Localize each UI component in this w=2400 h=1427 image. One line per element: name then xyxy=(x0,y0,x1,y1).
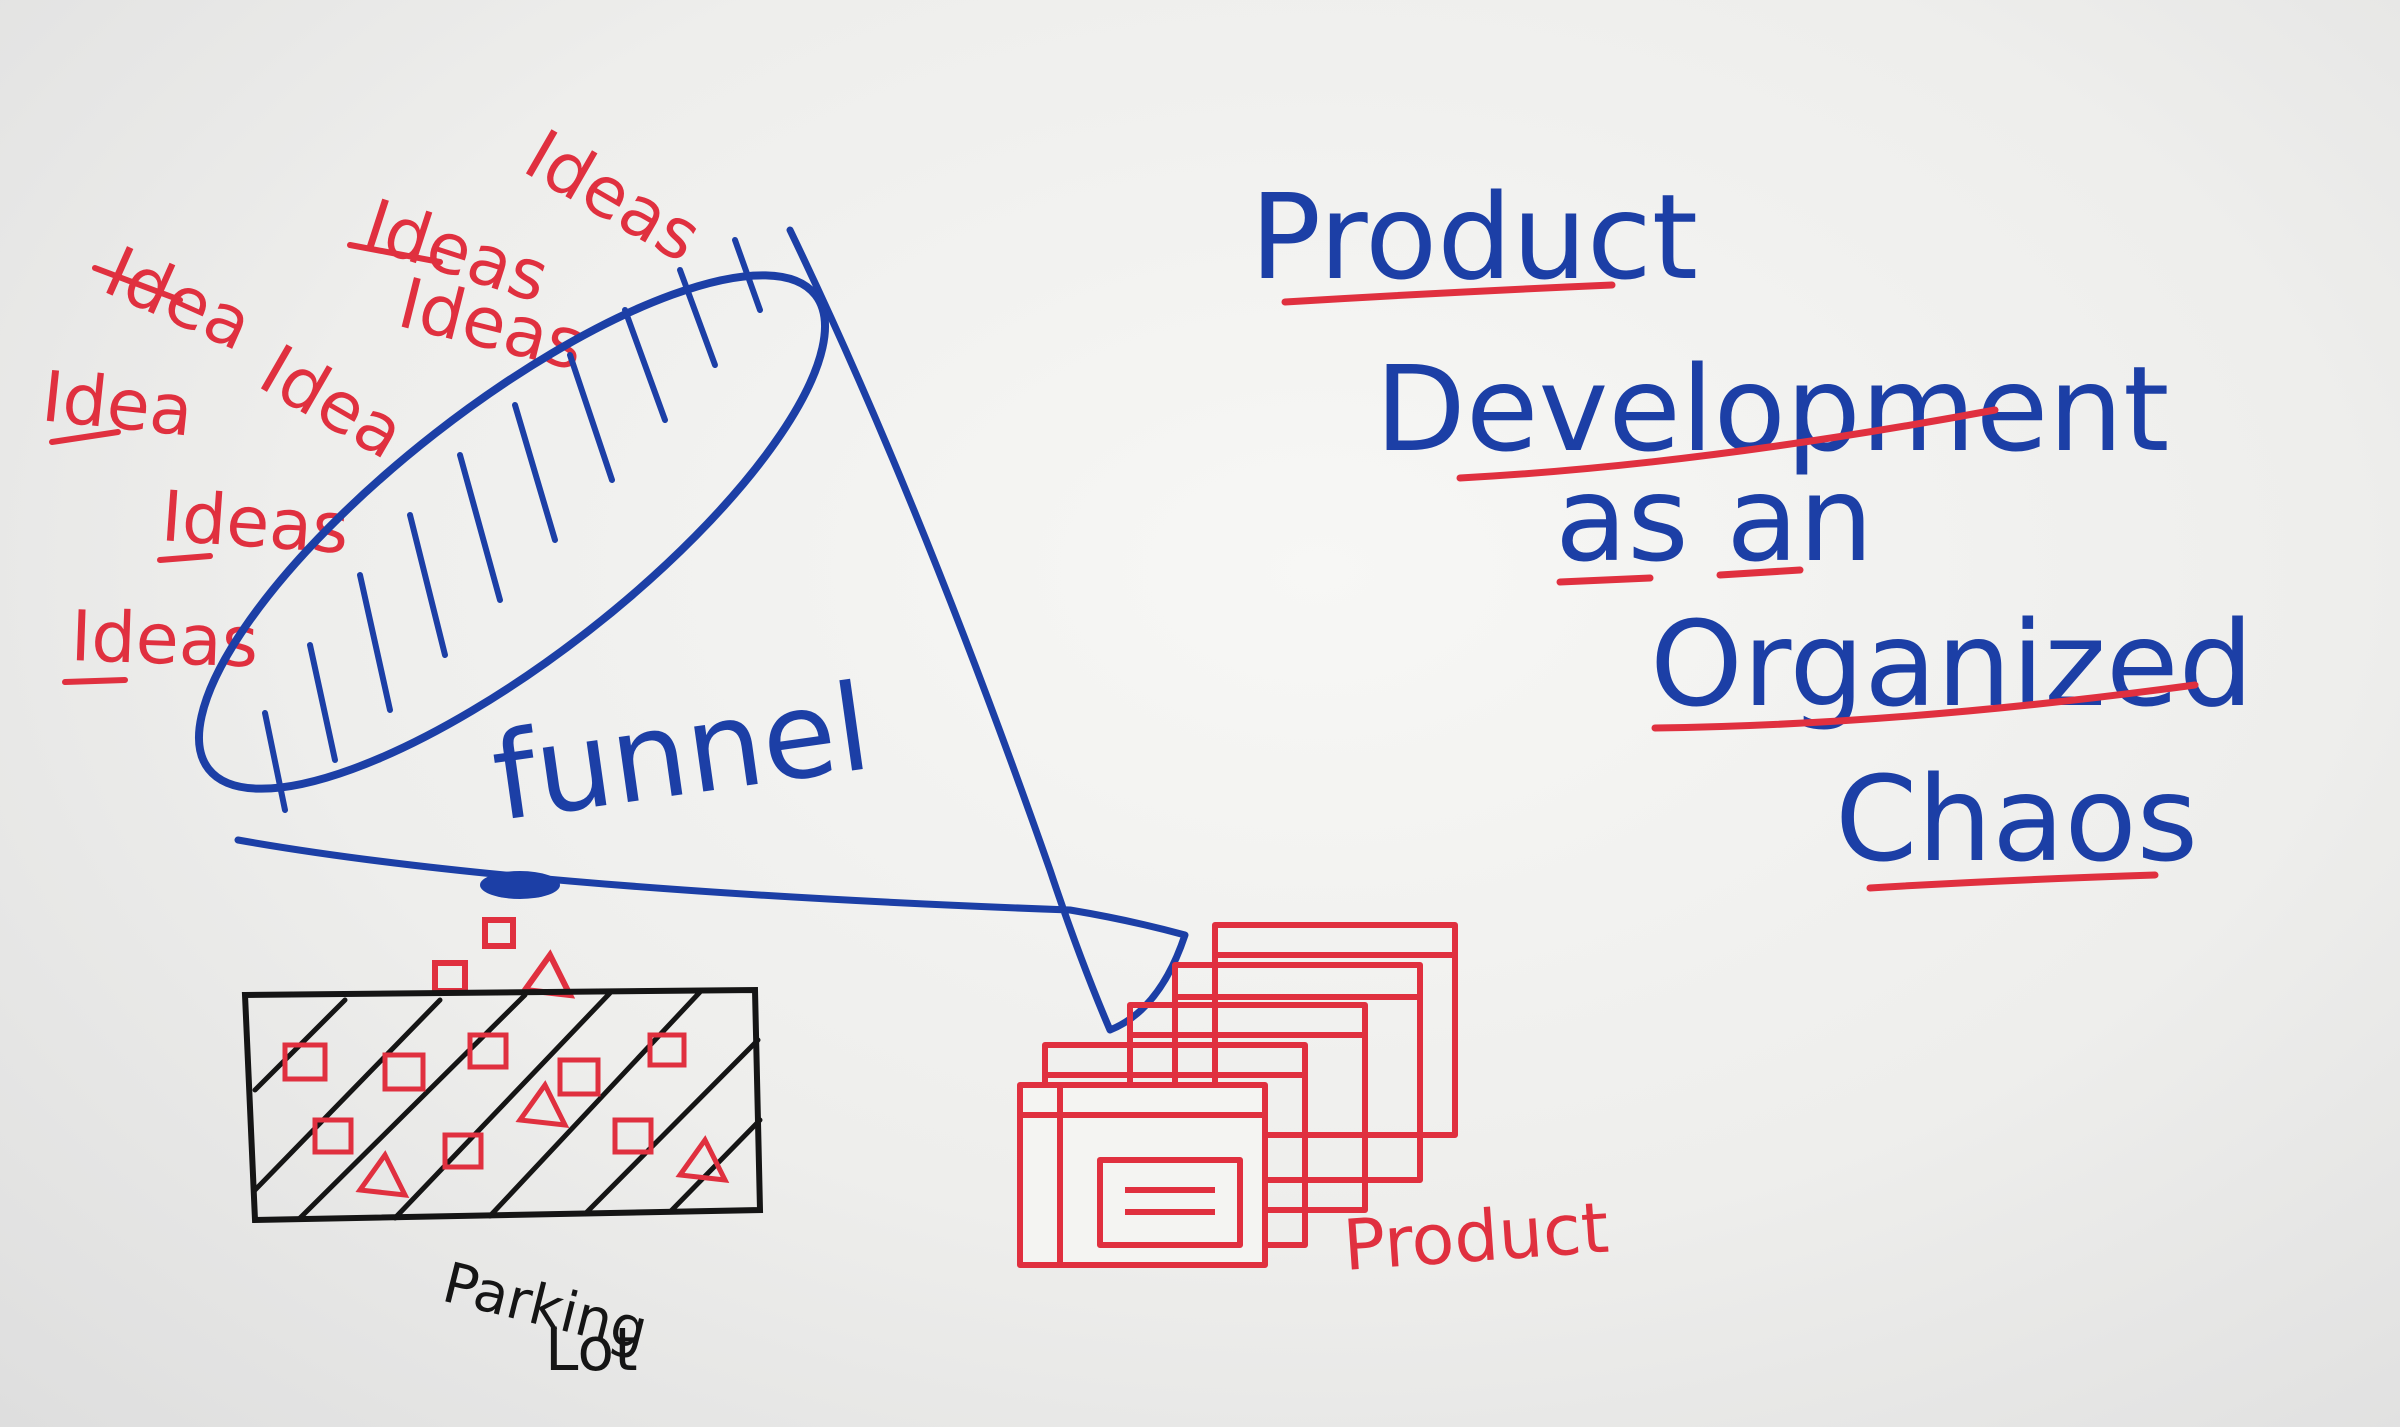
ideas-cluster: Idea Ideas Ideas Ideas Idea Idea Ideas I… xyxy=(38,114,715,685)
product-window xyxy=(1212,922,1458,1138)
idea-word: Ideas xyxy=(159,475,352,570)
product-window-front xyxy=(1017,1082,1268,1268)
parking-lot-hatching xyxy=(252,989,763,1221)
title-underlines xyxy=(1281,281,2199,892)
title-line-2: Development xyxy=(1375,340,2169,478)
parking-lot-label-line2: Lot xyxy=(545,1315,638,1385)
title-block: Product Development as an Organized Chao… xyxy=(1250,168,2254,892)
funnel: funnel xyxy=(195,226,1189,1034)
title-line-1: Product xyxy=(1250,168,1698,306)
funnel-rim-hatching xyxy=(262,237,763,813)
idea-word: Idea xyxy=(38,355,197,452)
funnel-label: funnel xyxy=(485,659,878,849)
product-stack: Product xyxy=(1017,922,1611,1287)
title-line-3: as an xyxy=(1555,450,1873,588)
idea-word: Idea xyxy=(247,329,419,476)
idea-word: Ideas xyxy=(69,595,259,683)
product-label: Product xyxy=(1340,1187,1611,1287)
funnel-leak xyxy=(480,871,560,899)
title-line-5: Chaos xyxy=(1835,750,2198,888)
parking-lot: Parking Lot xyxy=(241,917,764,1385)
